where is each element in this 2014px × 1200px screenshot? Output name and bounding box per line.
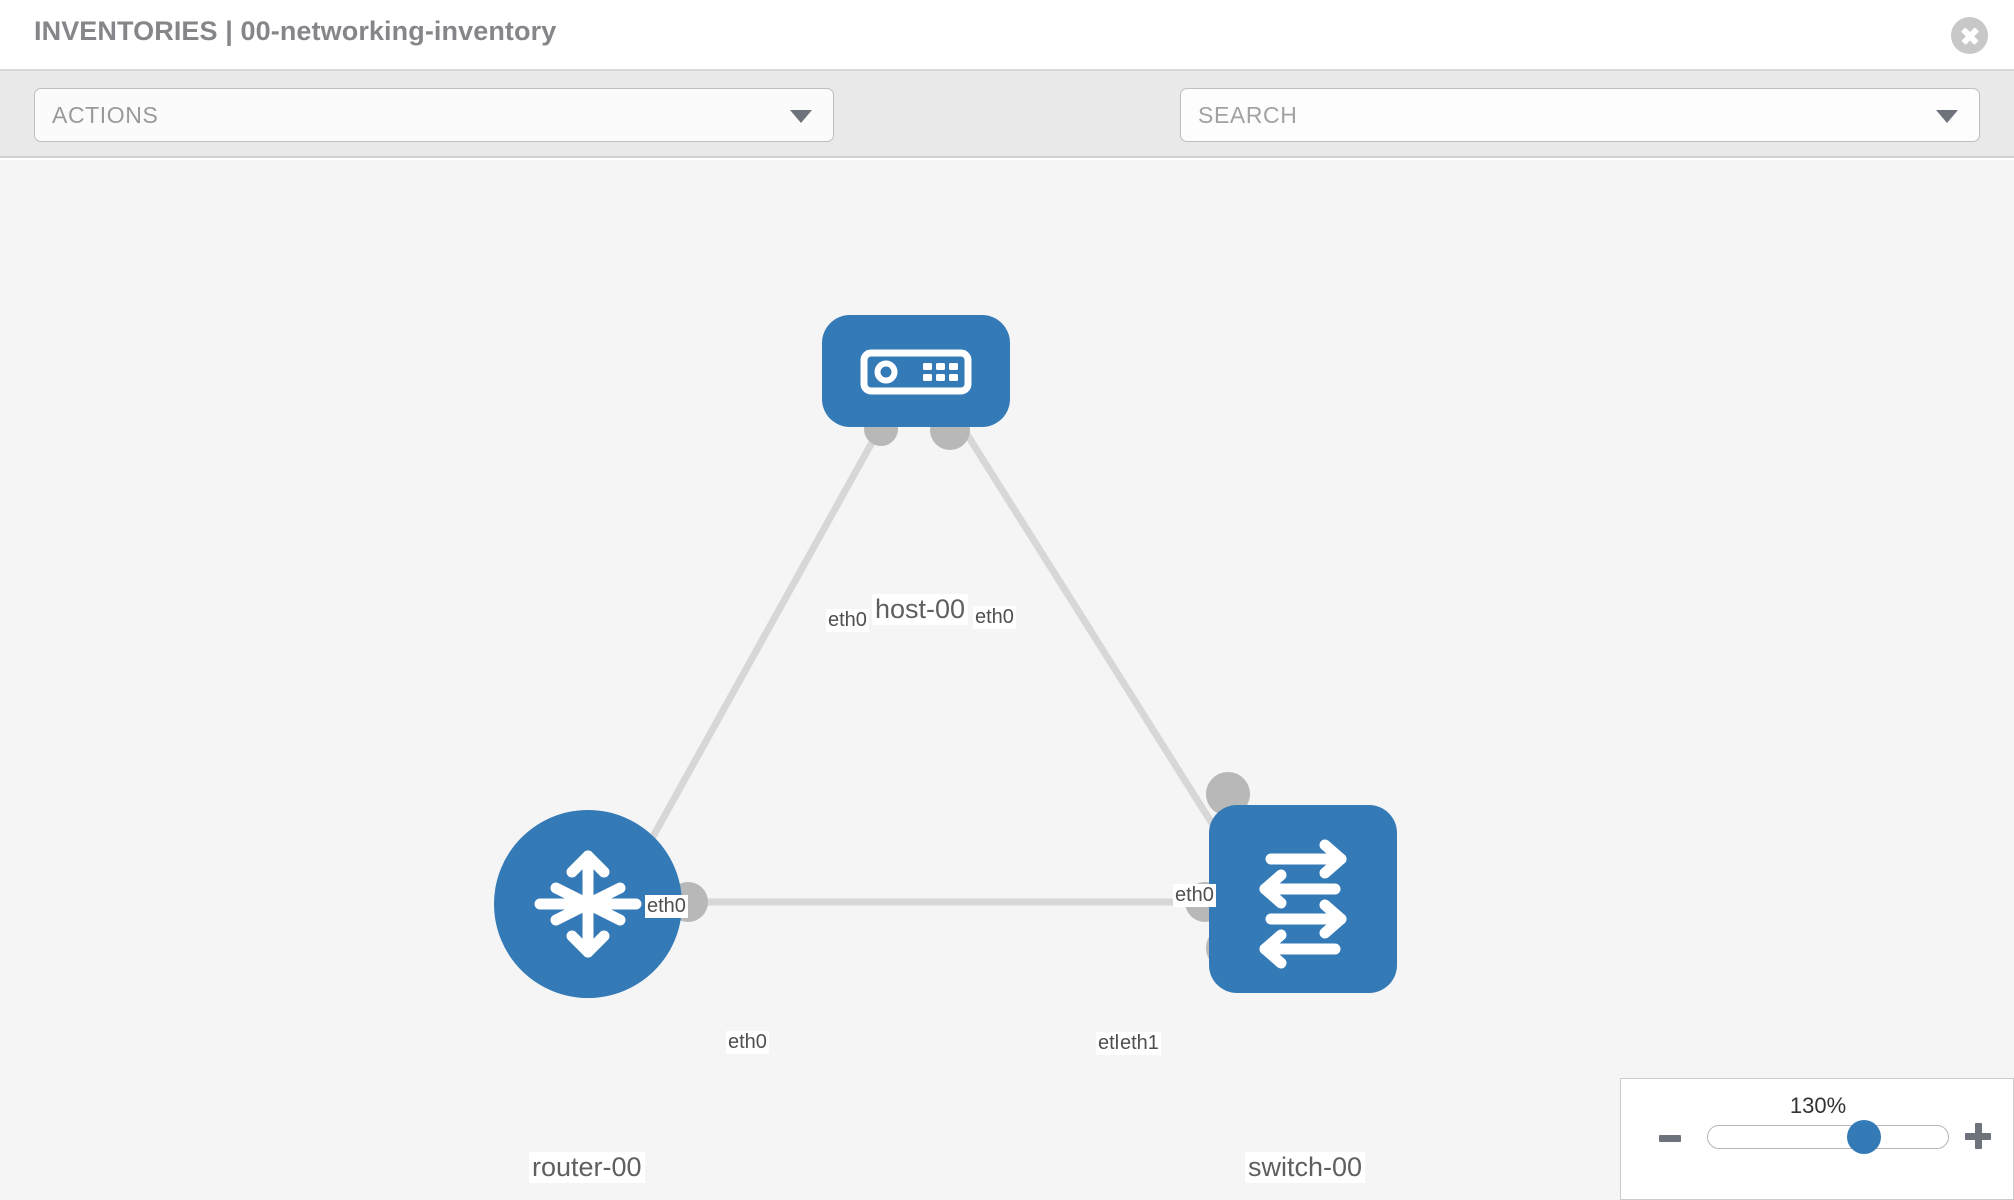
close-icon[interactable] [1951,17,1988,54]
topology-node-host-00[interactable] [822,315,1010,427]
topology-canvas[interactable]: host-00 router-00 switch-00 eth0 eth0 et… [0,160,2014,1200]
interface-label-switch-up-eth0: eth0 [1173,884,1216,907]
zoom-slider[interactable] [1707,1120,1949,1154]
search-placeholder: SEARCH [1198,102,1298,128]
chevron-down-icon[interactable] [1936,110,1958,123]
plus-icon[interactable] [1965,1123,1991,1149]
topology-node-router-00[interactable] [494,810,682,998]
topology-node-switch-00[interactable] [1209,805,1397,993]
server-icon [860,349,972,395]
interface-label-host-left-eth0: eth0 [826,609,869,632]
zoom-level-label: 130% [1789,1093,1847,1118]
interface-label-router-right-eth0: eth0 [726,1031,769,1054]
node-label-switch-00: switch-00 [1245,1152,1366,1183]
actions-dropdown-label: ACTIONS [52,102,159,128]
page-title: INVENTORIES | 00-networking-inventory [34,16,557,46]
zoom-control-panel: 130% [1620,1078,2014,1200]
switch-arrows-icon [1259,839,1347,969]
interface-label-router-up-eth0: eth0 [645,895,688,918]
toolbar: ACTIONS SEARCH [0,71,2014,205]
interface-label-host-right-eth0: eth0 [973,606,1016,629]
node-label-host-00: host-00 [872,594,969,625]
router-arrows-icon [534,850,642,958]
zoom-slider-thumb[interactable] [1847,1120,1881,1154]
actions-dropdown[interactable]: ACTIONS [34,88,834,142]
interface-label-switch-left-eth1: eth1 [1118,1032,1161,1055]
minus-icon[interactable] [1659,1135,1681,1142]
chevron-down-icon [790,110,812,123]
topology-edges [636,424,1239,906]
edge-host-switch [959,424,1239,864]
edge-host-router [636,424,884,864]
window-header: INVENTORIES | 00-networking-inventory [0,0,2014,71]
node-label-router-00: router-00 [529,1152,645,1183]
search-input[interactable]: SEARCH [1180,88,1980,142]
